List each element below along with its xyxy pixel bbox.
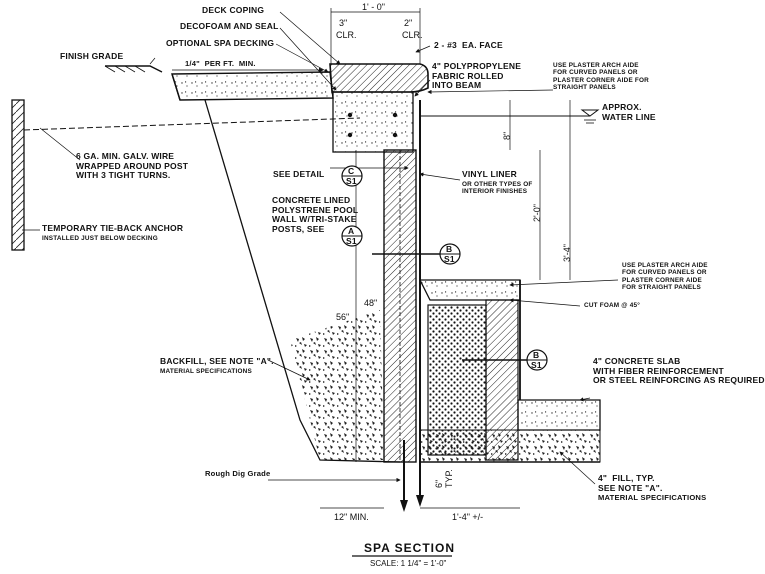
dim-clr-left-label: CLR.: [336, 30, 357, 40]
water-line: [420, 109, 600, 124]
detail-bubble-b1: [372, 243, 461, 265]
bubble-a-letter: A: [348, 226, 355, 236]
slope-label: 1/4" PER FT. MIN.: [185, 59, 256, 68]
dim-1-4: 1'-4" +/-: [452, 512, 484, 522]
bubble-b2-letter: B: [533, 350, 540, 360]
dim-6: 6": [434, 479, 444, 488]
bubble-a-sheet: S1: [346, 236, 357, 246]
deck-coping: [329, 63, 429, 93]
tieback-anchor: [11, 99, 361, 251]
drawing-title: SPA SECTION: [364, 541, 456, 555]
see-detail-label: SEE DETAIL: [273, 169, 325, 179]
cut-foam-label: CUT FOAM @ 45°: [584, 302, 640, 309]
rebar-label: 2 - #3 EA. FACE: [434, 40, 503, 50]
dim-top-width: 1' - 0": [362, 2, 385, 12]
galv-wire-label: 6 GA. MIN. GALV. WIRE WRAPPED AROUND POS…: [76, 151, 189, 180]
dim-8: 8": [502, 131, 512, 140]
finish-grade-label: FINISH GRADE: [60, 51, 124, 61]
detail-bubble-a: [341, 225, 363, 247]
fill-label: 4" FILL, TYP. SEE NOTE "A".: [598, 473, 663, 493]
backfill-label: BACKFILL, SEE NOTE "A".: [160, 356, 274, 366]
pool-wall: [383, 100, 421, 463]
leader-lines: [22, 11, 619, 485]
slab-label: 4" CONCRETE SLAB WITH FIBER REINFORCEMEN…: [593, 356, 765, 385]
tieback-sub-label: INSTALLED JUST BELOW DECKING: [42, 235, 158, 242]
dim-clr-left: 3": [339, 18, 348, 28]
floor-slab: [419, 399, 601, 463]
bubble-b2-sheet: S1: [531, 360, 542, 370]
backfill-gravel: [290, 310, 384, 460]
finish-grade-line: [104, 65, 163, 73]
dim-12-min: 12" MIN.: [334, 512, 369, 522]
bond-beam: [332, 91, 414, 153]
drawing-scale: SCALE: 1 1/4" = 1'-0": [370, 559, 447, 568]
spa-decking-label: OPTIONAL SPA DECKING: [166, 38, 275, 48]
bubble-b1-sheet: S1: [444, 254, 455, 264]
detail-bubble-c: [341, 165, 363, 187]
dim-56: 56": [336, 312, 350, 322]
decofoam-label: DECOFOAM AND SEAL: [180, 21, 279, 31]
tieback-label: TEMPORARY TIE-BACK ANCHOR: [42, 223, 184, 233]
arch-aide-top-label: USE PLASTER ARCH AIDE FOR CURVED PANELS …: [553, 62, 649, 92]
bubble-c-letter: C: [348, 166, 355, 176]
bubble-c-sheet: S1: [346, 176, 357, 186]
backfill-sub-label: MATERIAL SPECIFICATIONS: [160, 368, 252, 375]
dim-48: 48": [364, 298, 378, 308]
tri-stake-post: [400, 440, 424, 512]
dimension-lines: [320, 8, 571, 509]
dim-3-4: 3'-4": [562, 244, 572, 262]
dim-clr-right: 2": [404, 18, 413, 28]
fabric-label: 4" POLYPROPYLENE FABRIC ROLLED INTO BEAM: [432, 61, 522, 90]
dim-typ: TYP.: [444, 469, 454, 488]
vinyl-liner-label: VINYL LINER: [462, 169, 517, 179]
deck-coping-label: DECK COPING: [202, 5, 265, 15]
water-line-label: APPROX. WATER LINE: [602, 102, 656, 122]
spa-decking-slab: [171, 71, 334, 101]
arch-aide-mid-label: USE PLASTER ARCH AIDE FOR CURVED PANELS …: [622, 262, 708, 292]
rough-dig-label: Rough Dig Grade: [205, 469, 271, 478]
dim-2-0: 2'-0": [532, 204, 542, 222]
detail-bubble-b2: [462, 349, 548, 371]
excavation-slope: [204, 99, 401, 463]
fill-sub-label: MATERIAL SPECIFICATIONS: [598, 493, 707, 502]
bubble-b1-letter: B: [446, 244, 453, 254]
concrete-lined-label: CONCRETE LINED POLYSTRENE POOL WALL W/TR…: [272, 195, 359, 234]
vinyl-liner-sub-label: OR OTHER TYPES OF INTERIOR FINISHES: [462, 181, 533, 196]
dim-clr-right-label: CLR.: [402, 30, 423, 40]
